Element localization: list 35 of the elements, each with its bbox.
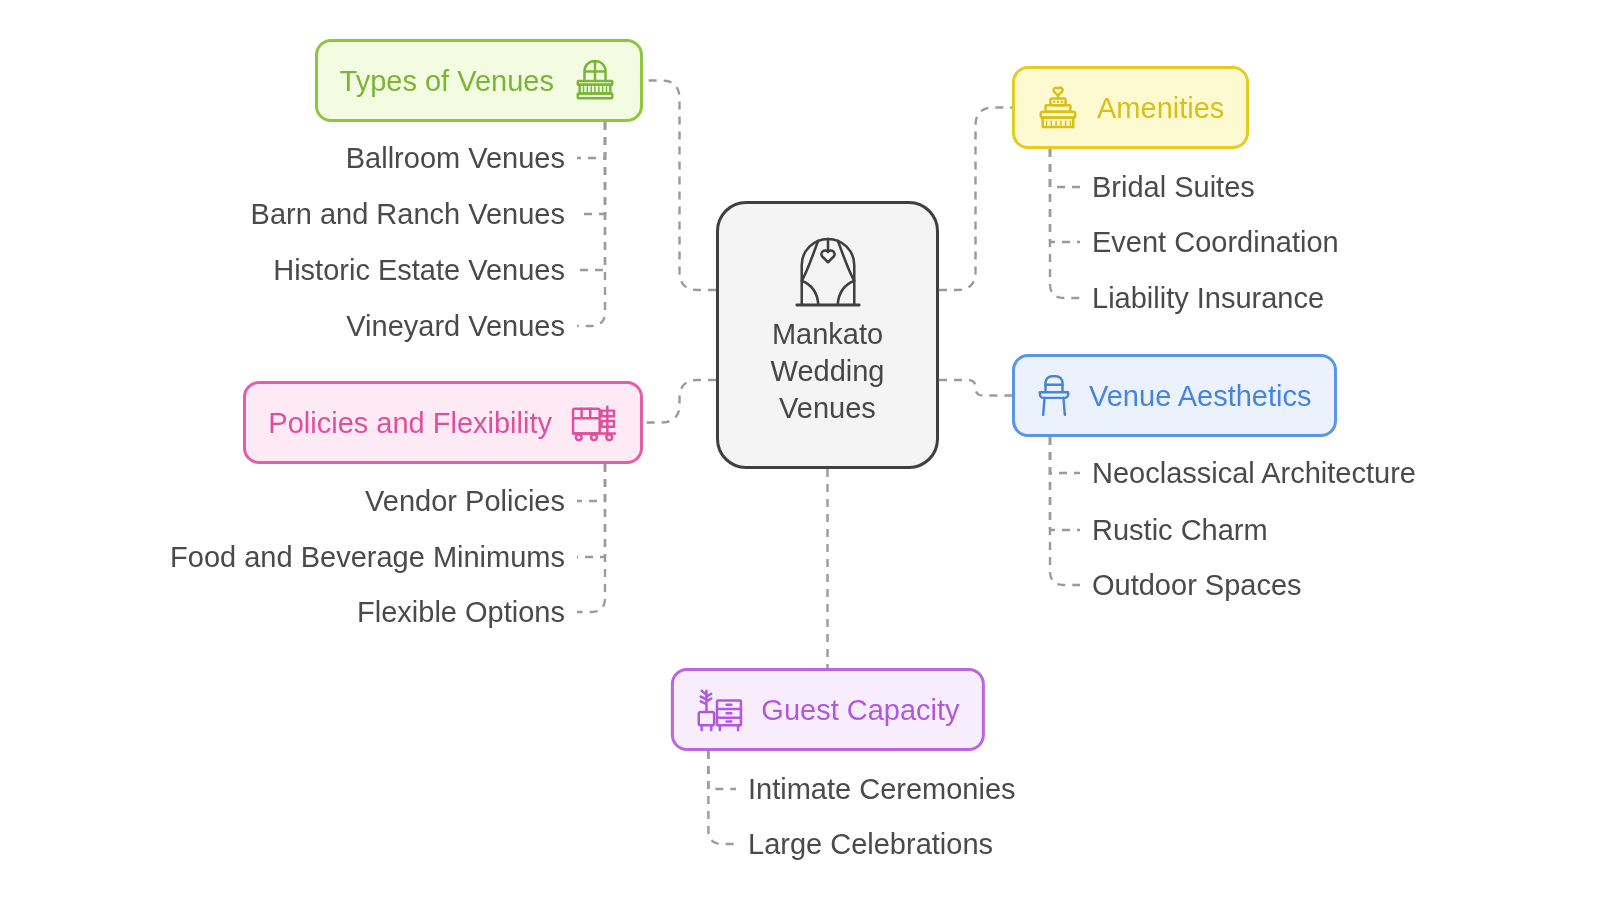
category-box (1012, 66, 1250, 149)
subtopic-label: Vineyard Venues (346, 309, 565, 344)
category-title: Policies and Flexibility (268, 405, 552, 441)
connector-line (826, 469, 829, 668)
category-title: Types of Venues (339, 63, 554, 99)
subtopic-label: Large Celebrations (748, 827, 994, 862)
category-title: Guest Capacity (761, 692, 960, 728)
central-topic-box (716, 201, 939, 469)
connector-line (707, 751, 736, 846)
subtopic-label: Outdoor Spaces (1092, 568, 1302, 603)
connector-line (1048, 437, 1080, 587)
subtopic-label: Event Coordination (1092, 225, 1339, 260)
category-title: Amenities (1097, 90, 1225, 126)
subtopic-label: Barn and Ranch Venues (250, 197, 565, 232)
subtopic-label: Vendor Policies (365, 484, 565, 519)
category-title: Venue Aesthetics (1089, 378, 1312, 414)
subtopic-label: Food and Beverage Minimums (170, 540, 565, 575)
subtopic-label: Bridal Suites (1092, 170, 1255, 205)
subtopic-label: Liability Insurance (1092, 281, 1325, 316)
category-box (314, 39, 643, 122)
subtopic-label: Historic Estate Venues (273, 253, 565, 288)
subtopic-label: Neoclassical Architecture (1092, 456, 1416, 491)
subtopic-label: Intimate Ceremonies (748, 772, 1016, 807)
category-box (1012, 354, 1337, 437)
subtopic-label: Flexible Options (357, 595, 565, 630)
connector-line (939, 378, 1012, 397)
central-topic-title: Mankato Wedding Venues (769, 317, 886, 426)
connector-line (939, 106, 1012, 292)
connector-line (1048, 149, 1080, 300)
subtopic-label: Ballroom Venues (345, 141, 565, 176)
connector-line (577, 464, 607, 614)
category-box (670, 668, 985, 751)
connector-line (577, 122, 607, 328)
subtopic-label: Rustic Charm (1092, 513, 1268, 548)
category-box (243, 381, 643, 464)
